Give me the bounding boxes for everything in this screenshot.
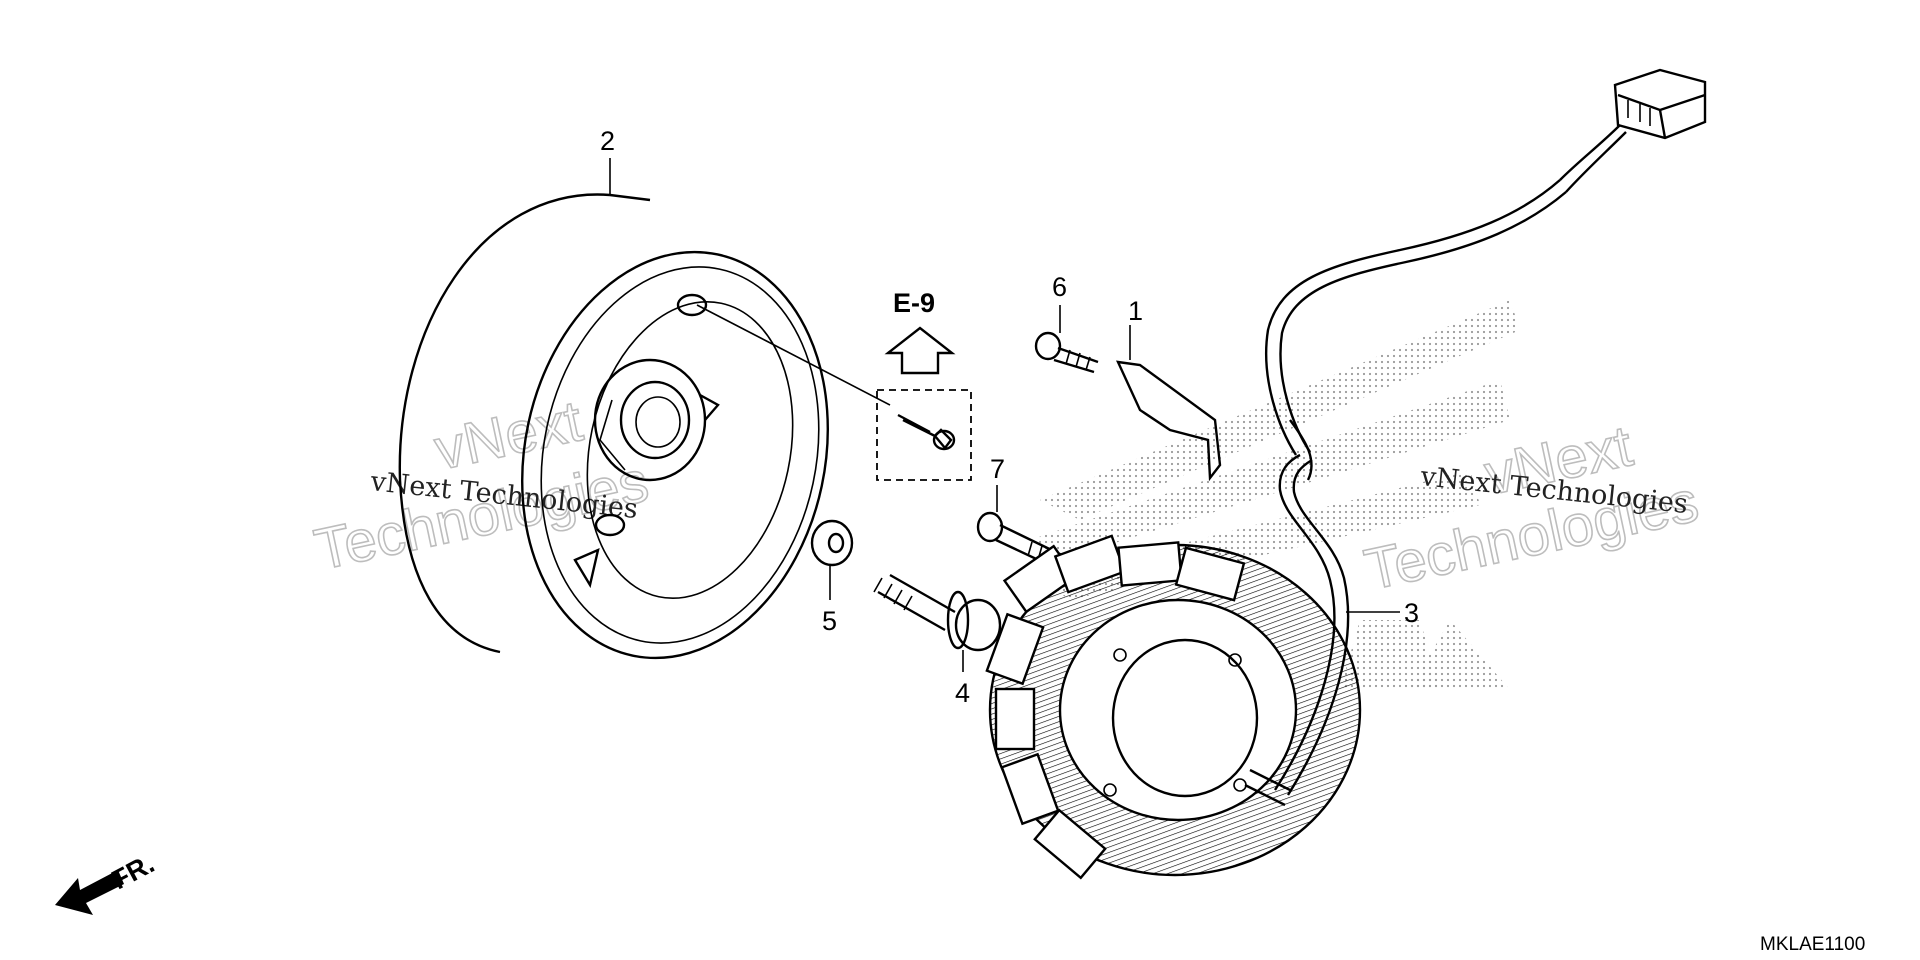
callout-5: 5 [822, 606, 837, 636]
callout-4: 4 [955, 678, 970, 708]
callout-6: 6 [1052, 272, 1067, 302]
harness-connector [1613, 68, 1707, 140]
callout-2: 2 [600, 126, 615, 156]
small-bolt-6 [1034, 331, 1099, 374]
flange-bolt [873, 573, 1002, 652]
callout-3: 3 [1404, 598, 1419, 628]
callout-7: 7 [990, 454, 1005, 484]
wing-logo-background [1030, 300, 1520, 690]
watermark-left: vNext Technologies vNext Technologies [308, 388, 654, 584]
drawing-code: MKLAE1100 [1760, 934, 1865, 955]
flywheel-bolt-leader [696, 304, 891, 406]
washer [810, 519, 854, 567]
callout-1: 1 [1128, 296, 1143, 326]
stator-assembly [985, 124, 1627, 880]
reference-label: E-9 [893, 288, 935, 318]
up-arrow-icon [884, 326, 956, 375]
reference-box [876, 389, 972, 481]
front-arrow-icon [55, 870, 124, 915]
wire-clamp-bracket [1115, 360, 1222, 482]
flywheel-rotor [398, 193, 829, 660]
